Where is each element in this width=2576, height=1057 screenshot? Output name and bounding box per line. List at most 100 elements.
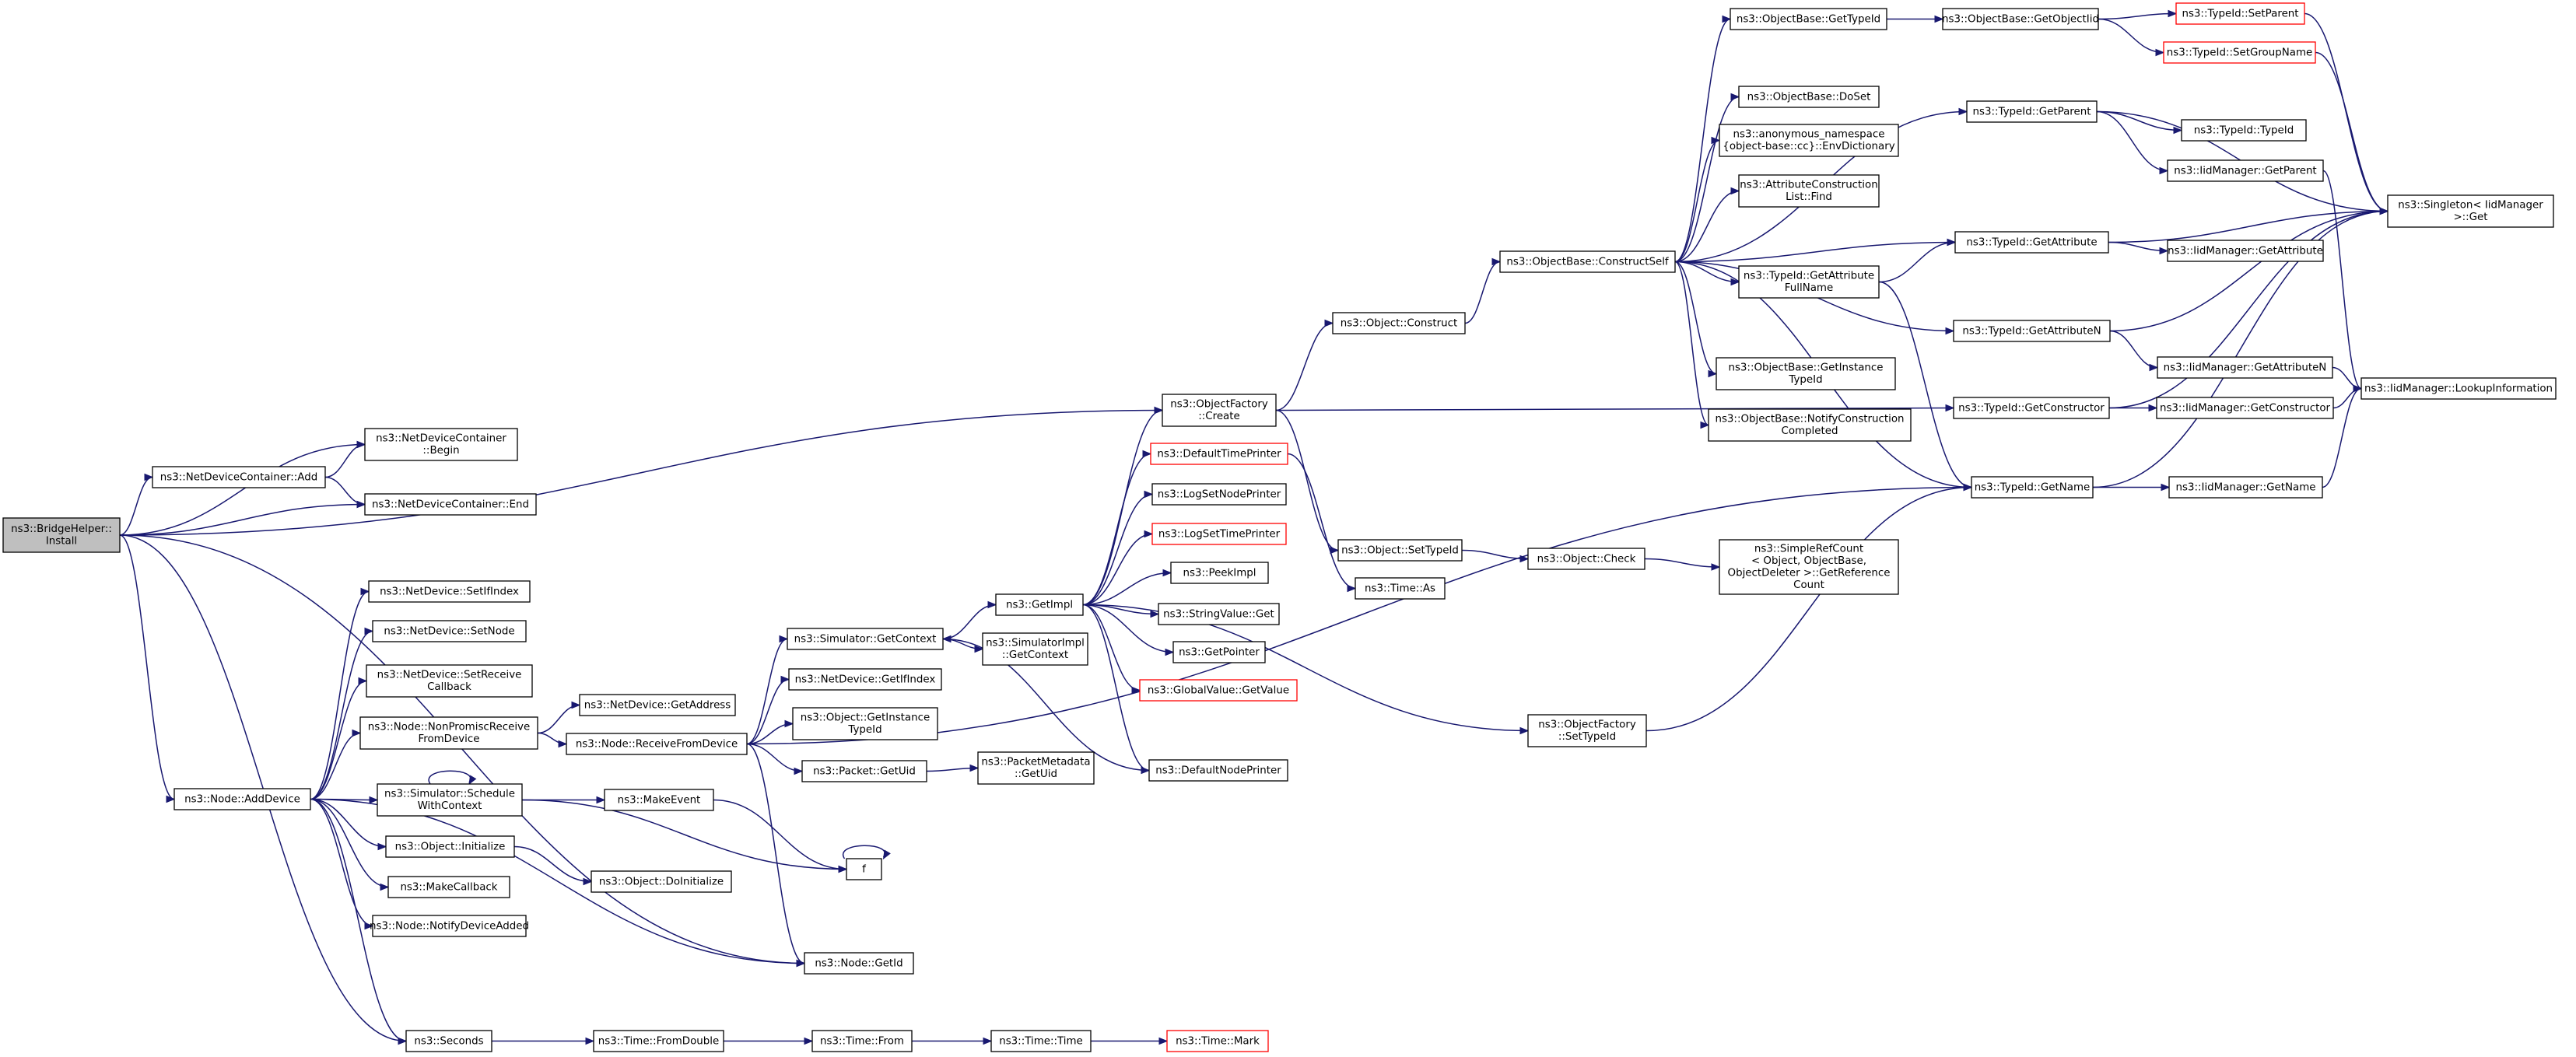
- node-ns3-object-settypeid[interactable]: ns3::Object::SetTypeId: [1337, 539, 1463, 562]
- edge-n68-to-n69: [1091, 1037, 1169, 1045]
- node-ns3-iidmanager-lookupinformation[interactable]: ns3::IidManager::LookupInformation: [2360, 377, 2557, 400]
- node-ns3-objectbase-getobjectiid[interactable]: ns3::ObjectBase::GetObjectIid: [1942, 8, 2099, 30]
- node-ns3-bridgehelper-install[interactable]: ns3::BridgeHelper::Install: [2, 517, 121, 553]
- node-box: [385, 835, 515, 858]
- node-ns3-object-check[interactable]: ns3::Object::Check: [1527, 548, 1645, 570]
- node-label: ns3::ObjectBase::NotifyConstruction: [1715, 414, 1904, 425]
- edge-arrowhead: [1165, 648, 1175, 656]
- node-ns3-typeid-setgroupname[interactable]: ns3::TypeId::SetGroupName: [2163, 41, 2316, 64]
- node-ns3-anonymous-namespace-object-base-cc-envdictionary[interactable]: ns3::anonymous_namespace{object-base::cc…: [1719, 124, 1899, 157]
- node-ns3-object-initialize[interactable]: ns3::Object::Initialize: [385, 835, 515, 858]
- node-ns3-node-receivefromdevice[interactable]: ns3::Node::ReceiveFromDevice: [566, 733, 748, 755]
- node-ns3-simplerefcount-object-objectbase-objectdeleter-getreference-count[interactable]: ns3::SimpleRefCount< Object, ObjectBase,…: [1719, 539, 1899, 595]
- node-ns3-makecallback[interactable]: ns3::MakeCallback: [387, 876, 510, 898]
- node-ns3-netdevicecontainer-add[interactable]: ns3::NetDeviceContainer::Add: [152, 466, 326, 488]
- edge-line: [1674, 18, 1731, 263]
- edge-line: [2322, 387, 2362, 488]
- node-ns3-time-from[interactable]: ns3::Time::From: [811, 1030, 913, 1052]
- node-label: ns3::DefaultNodePrinter: [1155, 765, 1281, 776]
- node-ns3-time-as[interactable]: ns3::Time::As: [1355, 577, 1446, 600]
- node-ns3-typeid-typeid[interactable]: ns3::TypeId::TypeId: [2181, 119, 2307, 142]
- node-ns3-objectfactory-settypeid[interactable]: ns3::ObjectFactory::SetTypeId: [1527, 714, 1647, 747]
- edge-n6-to-n24: [1674, 261, 1718, 378]
- node-ns3-simulator-getcontext[interactable]: ns3::Simulator::GetContext: [787, 628, 944, 650]
- node-label: ns3::Time::FromDouble: [598, 1035, 719, 1047]
- node-ns3-object-construct[interactable]: ns3::Object::Construct: [1332, 312, 1466, 334]
- node-ns3-netdevice-getifindex[interactable]: ns3::NetDevice::GetIfIndex: [788, 668, 942, 691]
- node-ns3-defaulttimeprinter[interactable]: ns3::DefaultTimePrinter: [1150, 443, 1288, 465]
- edge-line: [310, 798, 389, 888]
- node-ns3-peekimpl[interactable]: ns3::PeekImpl: [1170, 562, 1269, 584]
- edge-line: [2096, 110, 2168, 172]
- edge-arrowhead: [585, 1037, 595, 1045]
- edge-arrowhead: [2168, 9, 2178, 18]
- edge-n4-to-n26: [1275, 404, 1955, 412]
- node-ns3-typeid-setparent[interactable]: ns3::TypeId::SetParent: [2175, 2, 2305, 25]
- node-box: [788, 668, 942, 691]
- node-ns3-objectfactory-create[interactable]: ns3::ObjectFactory::Create: [1162, 394, 1277, 427]
- node-ns3-globalvalue-getvalue[interactable]: ns3::GlobalValue::GetValue: [1139, 679, 1298, 702]
- node-ns3-simulatorimpl-getcontext[interactable]: ns3::SimulatorImpl::GetContext: [982, 632, 1088, 666]
- edge-line: [310, 680, 367, 800]
- node-ns3-netdevice-getaddress[interactable]: ns3::NetDevice::GetAddress: [579, 694, 736, 716]
- node-ns3-node-getid[interactable]: ns3::Node::GetId: [804, 952, 914, 975]
- node-ns3-typeid-getattributen[interactable]: ns3::TypeId::GetAttributeN: [1953, 320, 2111, 342]
- edge-arrowhead: [398, 1037, 408, 1045]
- node-label: ns3::ObjectBase::GetObjectIid: [1942, 13, 2099, 25]
- node-f[interactable]: f: [846, 858, 882, 880]
- node-ns3-iidmanager-getname[interactable]: ns3::IidManager::GetName: [2168, 476, 2323, 499]
- node-ns3-getimpl[interactable]: ns3::GetImpl: [995, 593, 1084, 616]
- node-label: ns3::Node::NonPromiscReceive: [368, 722, 530, 733]
- node-ns3-typeid-getattribute[interactable]: ns3::TypeId::GetAttribute: [1954, 231, 2109, 254]
- node-ns3-packet-getuid[interactable]: ns3::Packet::GetUid: [801, 760, 927, 782]
- node-ns3-defaultnodeprinter[interactable]: ns3::DefaultNodePrinter: [1148, 759, 1288, 782]
- node-ns3-typeid-getconstructor[interactable]: ns3::TypeId::GetConstructor: [1953, 397, 2110, 419]
- node-ns3-objectbase-notifyconstruction-completed[interactable]: ns3::ObjectBase::NotifyConstructionCompl…: [1708, 408, 1912, 442]
- node-ns3-object-doinitialize[interactable]: ns3::Object::DoInitialize: [591, 870, 732, 893]
- node-ns3-iidmanager-getattribute[interactable]: ns3::IidManager::GetAttribute: [2167, 240, 2324, 262]
- node-box: [372, 620, 527, 642]
- node-ns3-packetmetadata-getuid[interactable]: ns3::PacketMetadata::GetUid: [977, 751, 1095, 785]
- node-box: [1971, 476, 2094, 499]
- node-ns3-netdevice-setnode[interactable]: ns3::NetDevice::SetNode: [372, 620, 527, 642]
- node-ns3-time-mark[interactable]: ns3::Time::Mark: [1166, 1030, 1269, 1052]
- node-ns3-netdevicecontainer-begin[interactable]: ns3::NetDeviceContainer::Begin: [364, 428, 518, 461]
- node-ns3-iidmanager-getconstructor[interactable]: ns3::IidManager::GetConstructor: [2156, 397, 2334, 419]
- node-ns3-node-notifydeviceadded[interactable]: ns3::Node::NotifyDeviceAdded: [370, 915, 529, 937]
- node-box: [593, 1030, 724, 1052]
- node-ns3-singleton-iidmanager-get[interactable]: ns3::Singleton< IidManager>::Get: [2387, 194, 2554, 228]
- node-ns3-netdevicecontainer-end[interactable]: ns3::NetDeviceContainer::End: [364, 493, 537, 516]
- node-ns3-objectbase-gettypeid[interactable]: ns3::ObjectBase::GetTypeId: [1730, 8, 1887, 30]
- node-ns3-objectbase-doset[interactable]: ns3::ObjectBase::DoSet: [1738, 86, 1880, 108]
- node-ns3-netdevice-setifindex[interactable]: ns3::NetDevice::SetIfIndex: [368, 580, 531, 603]
- node-box: [604, 789, 714, 811]
- node-ns3-time-time[interactable]: ns3::Time::Time: [990, 1030, 1092, 1052]
- node-ns3-iidmanager-getparent[interactable]: ns3::IidManager::GetParent: [2167, 159, 2324, 182]
- node-ns3-iidmanager-getattributen[interactable]: ns3::IidManager::GetAttributeN: [2157, 356, 2333, 379]
- node-ns3-objectbase-constructself[interactable]: ns3::ObjectBase::ConstructSelf: [1499, 250, 1676, 273]
- node-ns3-time-fromdouble[interactable]: ns3::Time::FromDouble: [593, 1030, 724, 1052]
- node-ns3-typeid-getname[interactable]: ns3::TypeId::GetName: [1971, 476, 2094, 499]
- node-ns3-logsettimeprinter[interactable]: ns3::LogSetTimePrinter: [1151, 523, 1287, 545]
- node-ns3-typeid-getparent[interactable]: ns3::TypeId::GetParent: [1966, 100, 2098, 123]
- edge-line: [1464, 261, 1501, 324]
- node-ns3-logsetnodeprinter[interactable]: ns3::LogSetNodePrinter: [1151, 483, 1287, 506]
- node-label: ns3::LogSetNodePrinter: [1158, 488, 1281, 500]
- node-label: ns3::Packet::GetUid: [813, 765, 916, 777]
- node-label: ns3::TypeId::SetGroupName: [2167, 47, 2313, 58]
- node-ns3-getpointer[interactable]: ns3::GetPointer: [1172, 641, 1266, 663]
- edge-n6-to-n7: [1674, 15, 1732, 263]
- node-ns3-makeevent[interactable]: ns3::MakeEvent: [604, 789, 714, 811]
- node-ns3-stringvalue-get[interactable]: ns3::StringValue::Get: [1158, 603, 1280, 625]
- node-box: [579, 694, 736, 716]
- node-ns3-seconds[interactable]: ns3::Seconds: [405, 1030, 492, 1052]
- node-ns3-node-adddevice[interactable]: ns3::Node::AddDevice: [173, 788, 311, 810]
- edge-n0-to-n3: [119, 500, 366, 536]
